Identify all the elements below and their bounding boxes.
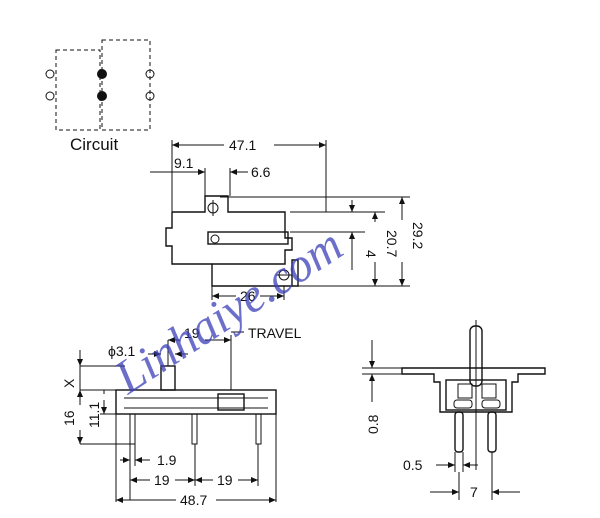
dim-16: 16 xyxy=(61,410,77,426)
dim-offset-left: 9.1 xyxy=(174,155,194,171)
dim-7: 7 xyxy=(470,484,478,500)
dim-width: 26 xyxy=(240,288,256,304)
dim-travel-value: 19 xyxy=(184,325,200,341)
side-contact xyxy=(481,383,497,399)
top-view-outline xyxy=(172,195,299,287)
dim-length: 47.1 xyxy=(229,137,256,153)
watermark: Linhaiye.com xyxy=(104,218,352,405)
top-view-slot-hole xyxy=(210,234,220,244)
circuit-terminal-common xyxy=(97,69,107,79)
dim-total-vertical: 29.2 xyxy=(410,222,426,249)
dim-total-width: 48.7 xyxy=(180,492,207,508)
top-view-slot xyxy=(207,231,289,245)
circuit-terminal-common xyxy=(97,91,107,101)
circuit-terminal xyxy=(45,69,55,79)
side-contact-base xyxy=(453,399,473,409)
dim-small-vertical: 4 xyxy=(363,250,379,258)
detent xyxy=(217,393,245,411)
circuit-terminal xyxy=(145,91,155,101)
dim-pitch-b: 19 xyxy=(217,472,233,488)
circuit-terminal xyxy=(45,91,55,101)
dim-travel-label: TRAVEL xyxy=(248,325,302,341)
pin xyxy=(129,413,136,445)
front-view: ϕ3.1 19 TRAVEL X 16 11.1 1.9 19 xyxy=(61,325,302,508)
circuit-bracket-right xyxy=(101,39,151,131)
dim-diameter: ϕ3.1 xyxy=(108,343,136,359)
side-contact xyxy=(457,383,473,399)
side-pin xyxy=(487,411,497,453)
side-body xyxy=(445,379,507,411)
top-view-outline-left xyxy=(165,212,212,265)
circuit-bracket-left xyxy=(55,49,101,131)
circuit-diagram: Circuit xyxy=(45,39,155,154)
top-view: 47.1 9.1 6.6 4 20.7 29.2 26 xyxy=(150,137,426,304)
dim-pitch-a: 19 xyxy=(154,472,170,488)
dim-11-1: 11.1 xyxy=(86,402,102,428)
dim-0-5: 0.5 xyxy=(403,457,423,473)
dim-mid-vertical: 20.7 xyxy=(384,230,400,257)
dim-offset-right: 6.6 xyxy=(251,164,271,180)
pin xyxy=(255,413,262,445)
dim-x: X xyxy=(61,378,77,388)
dim-0-8: 0.8 xyxy=(365,414,381,434)
circuit-terminal xyxy=(145,69,155,79)
side-contact-base xyxy=(481,399,501,409)
pin xyxy=(191,413,198,445)
side-frame xyxy=(401,367,546,413)
side-pin xyxy=(454,411,464,453)
circuit-label: Circuit xyxy=(70,135,118,154)
dim-pin-width: 1.9 xyxy=(157,452,177,468)
side-view: 0.8 0.5 7 xyxy=(362,320,546,500)
